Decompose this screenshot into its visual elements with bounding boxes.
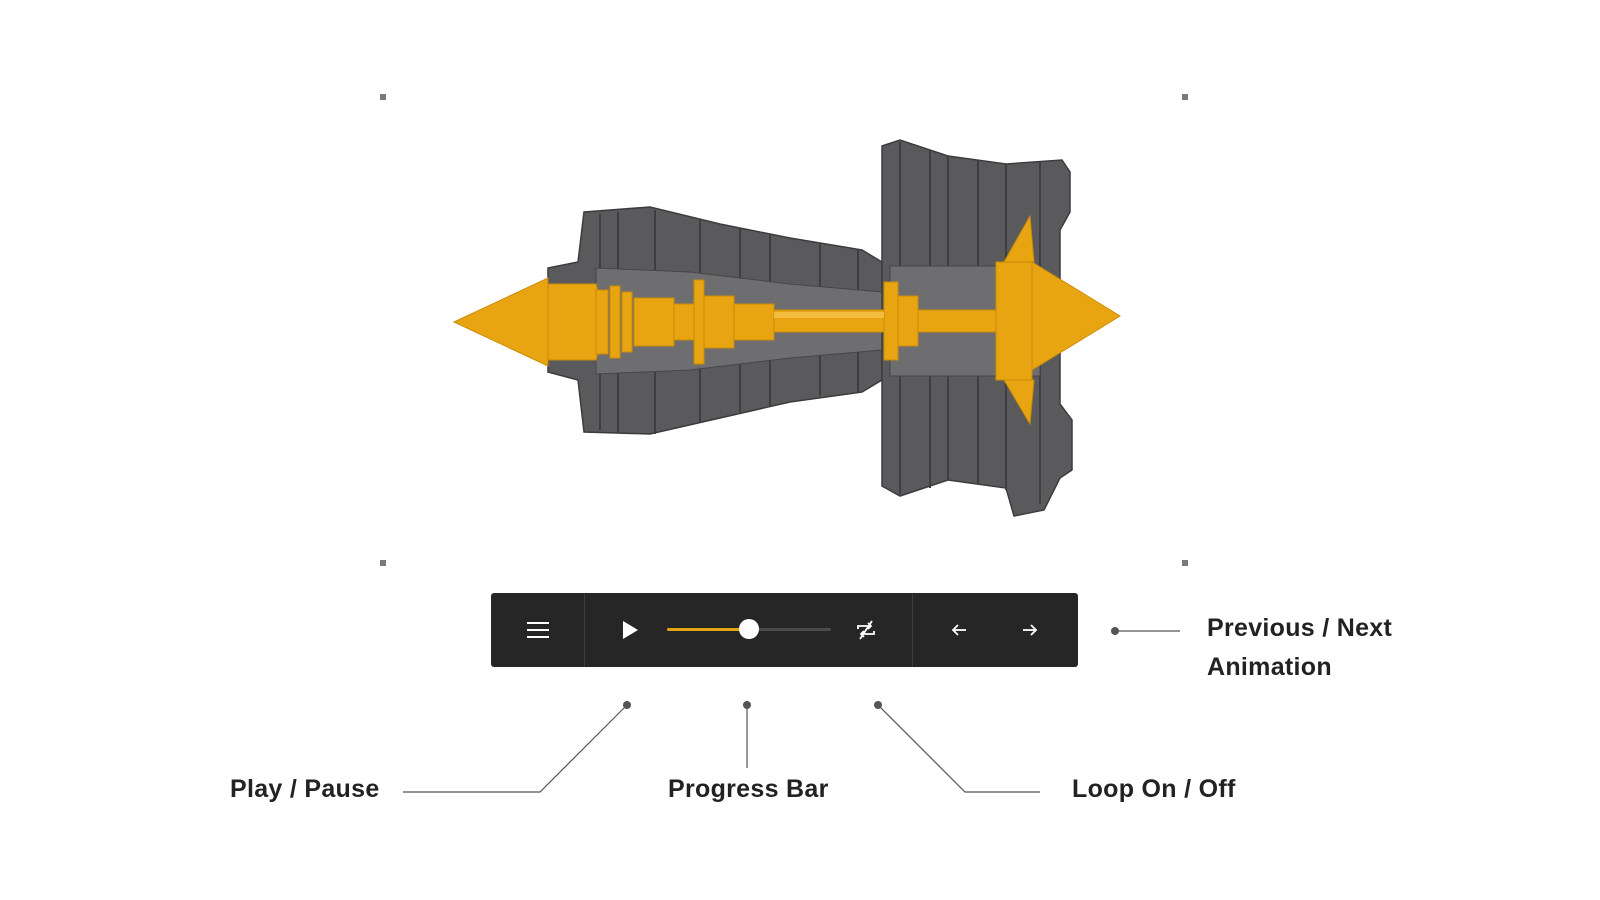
toolbar-divider [912, 593, 913, 667]
selection-handle-top-right[interactable] [1182, 94, 1188, 100]
loop-off-icon [857, 620, 875, 640]
loop-callout: Loop On / Off [1072, 775, 1236, 803]
selection-handle-bottom-right[interactable] [1182, 560, 1188, 566]
rotor-shaft [452, 214, 1121, 426]
progress-bar-callout: Progress Bar [668, 775, 829, 803]
menu-button[interactable] [522, 614, 554, 646]
play-icon [623, 621, 638, 639]
play-pause-button[interactable] [614, 614, 646, 646]
prev-next-callout-line2: Animation [1207, 653, 1332, 681]
arrow-left-icon [951, 624, 966, 636]
arrow-right-icon [1023, 624, 1038, 636]
prev-next-callout-line1: Previous / Next [1207, 614, 1393, 642]
next-animation-button[interactable] [1014, 614, 1046, 646]
selection-handle-top-left[interactable] [380, 94, 386, 100]
engine-model [452, 139, 1121, 517]
hamburger-menu-icon [527, 622, 549, 638]
loop-toggle-button[interactable] [850, 614, 882, 646]
progress-bar[interactable] [667, 619, 831, 639]
progress-fill [667, 628, 749, 631]
animation-toolbar [491, 593, 1078, 667]
progress-thumb[interactable] [739, 619, 759, 639]
play-pause-callout: Play / Pause [230, 775, 380, 803]
previous-animation-button[interactable] [943, 614, 975, 646]
selection-handle-bottom-left[interactable] [380, 560, 386, 566]
toolbar-divider [584, 593, 585, 667]
